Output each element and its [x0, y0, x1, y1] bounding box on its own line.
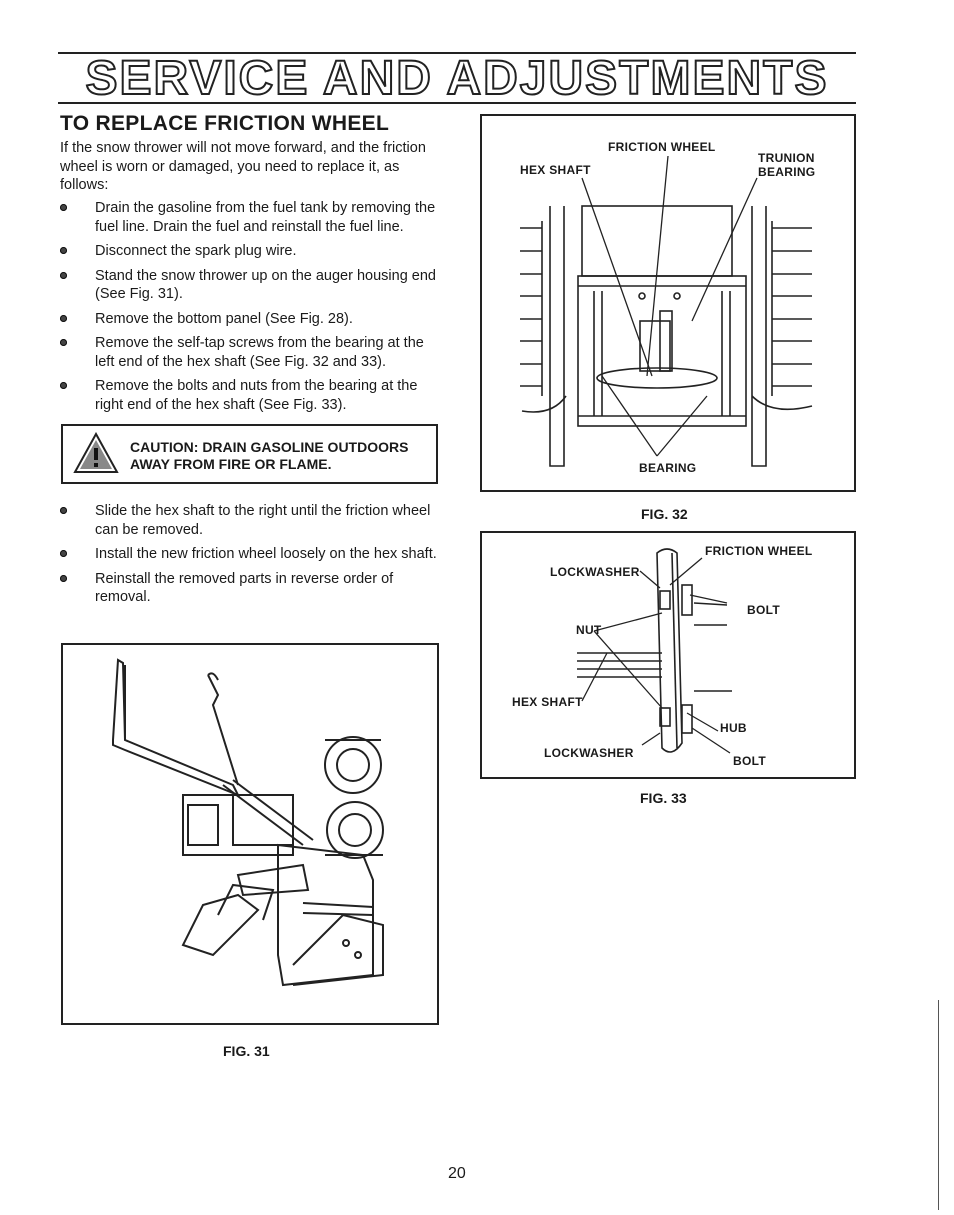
bullet-icon [60, 247, 67, 254]
step-text: Slide the hex shaft to the right until t… [95, 503, 431, 538]
step-text: Reinstall the removed parts in reverse o… [95, 570, 394, 606]
label-hub: HUB [720, 721, 747, 735]
label-trunion: TRUNION [758, 151, 815, 165]
step-item: Stand the snow thrower up on the auger h… [60, 267, 440, 304]
step-item: Drain the gasoline from the fuel tank by… [60, 199, 440, 236]
label-lockwasher-bottom: LOCKWASHER [544, 746, 634, 760]
margin-scan-line [938, 1000, 939, 1210]
page-title: SERVICE AND ADJUSTMENTS [58, 53, 856, 105]
bullet-icon [60, 339, 67, 346]
step-item: Slide the hex shaft to the right until t… [60, 502, 440, 539]
snow-thrower-illustration [112, 658, 384, 987]
bullet-icon [60, 314, 67, 322]
label-lockwasher-top: LOCKWASHER [550, 565, 640, 579]
step-item: Remove the self-tap screws from the bear… [60, 334, 440, 371]
page-number: 20 [448, 1165, 466, 1182]
bullet-icon [60, 550, 67, 557]
step-text: Stand the snow thrower up on the auger h… [95, 267, 436, 303]
figure-31-caption: FIG. 31 [223, 1043, 270, 1059]
figure-33-frame: FRICTION WHEEL LOCKWASHER BOLT NUT HEX S… [480, 531, 856, 779]
figure-32-caption: FIG. 32 [641, 506, 688, 522]
caution-line-2: AWAY FROM FIRE OR FLAME. [130, 456, 332, 472]
label-nut: NUT [576, 623, 602, 637]
title-rule-bottom [58, 102, 856, 104]
label-hex-shaft: HEX SHAFT [512, 695, 583, 709]
label-bearing-top: BEARING [758, 165, 816, 179]
step-text: Install the new friction wheel loosely o… [95, 546, 437, 562]
section-heading: TO REPLACE FRICTION WHEEL [60, 112, 390, 135]
steps-list-after-caution: Slide the hex shaft to the right until t… [60, 502, 440, 613]
caution-line-1: CAUTION: DRAIN GASOLINE OUTDOORS [130, 439, 409, 455]
label-friction-wheel: FRICTION WHEEL [705, 544, 813, 558]
label-bearing-bottom: BEARING [639, 461, 697, 475]
figure-33-caption: FIG. 33 [640, 790, 687, 806]
step-item: Reinstall the removed parts in reverse o… [60, 570, 440, 607]
warning-icon [73, 432, 119, 473]
step-item: Install the new friction wheel loosely o… [60, 545, 440, 564]
step-text: Remove the bottom panel (See Fig. 28). [95, 310, 353, 327]
hex-shaft-assembly-illustration [520, 155, 813, 467]
bullet-icon [60, 271, 67, 279]
step-item: Disconnect the spark plug wire. [60, 242, 440, 261]
steps-list-before-caution: Drain the gasoline from the fuel tank by… [60, 199, 440, 420]
figure-31-frame [61, 643, 439, 1025]
label-bolt-bottom: BOLT [733, 754, 766, 768]
step-text: Disconnect the spark plug wire. [95, 243, 297, 259]
friction-wheel-hub-illustration [577, 548, 732, 754]
intro-paragraph: If the snow thrower will not move forwar… [60, 140, 426, 193]
title-rule-top [58, 52, 856, 54]
step-text: Remove the self-tap screws from the bear… [95, 335, 424, 370]
bullet-icon [60, 204, 67, 211]
bullet-icon [60, 382, 67, 389]
bullet-icon [60, 574, 67, 582]
label-friction-wheel: FRICTION WHEEL [608, 140, 716, 154]
label-bolt-top: BOLT [747, 603, 780, 617]
step-text: Drain the gasoline from the fuel tank by… [95, 200, 436, 235]
label-hex-shaft: HEX SHAFT [520, 163, 591, 177]
caution-box: CAUTION: DRAIN GASOLINE OUTDOORS AWAY FR… [61, 424, 438, 484]
bullet-icon [60, 507, 67, 514]
step-item: Remove the bolts and nuts from the beari… [60, 377, 440, 414]
figure-32-frame: FRICTION WHEEL HEX SHAFT TRUNION BEARING… [480, 114, 856, 492]
step-text: Remove the bolts and nuts from the beari… [95, 378, 418, 413]
caution-text: CAUTION: DRAIN GASOLINE OUTDOORS AWAY FR… [130, 439, 408, 473]
step-item: Remove the bottom panel (See Fig. 28). [60, 310, 440, 329]
